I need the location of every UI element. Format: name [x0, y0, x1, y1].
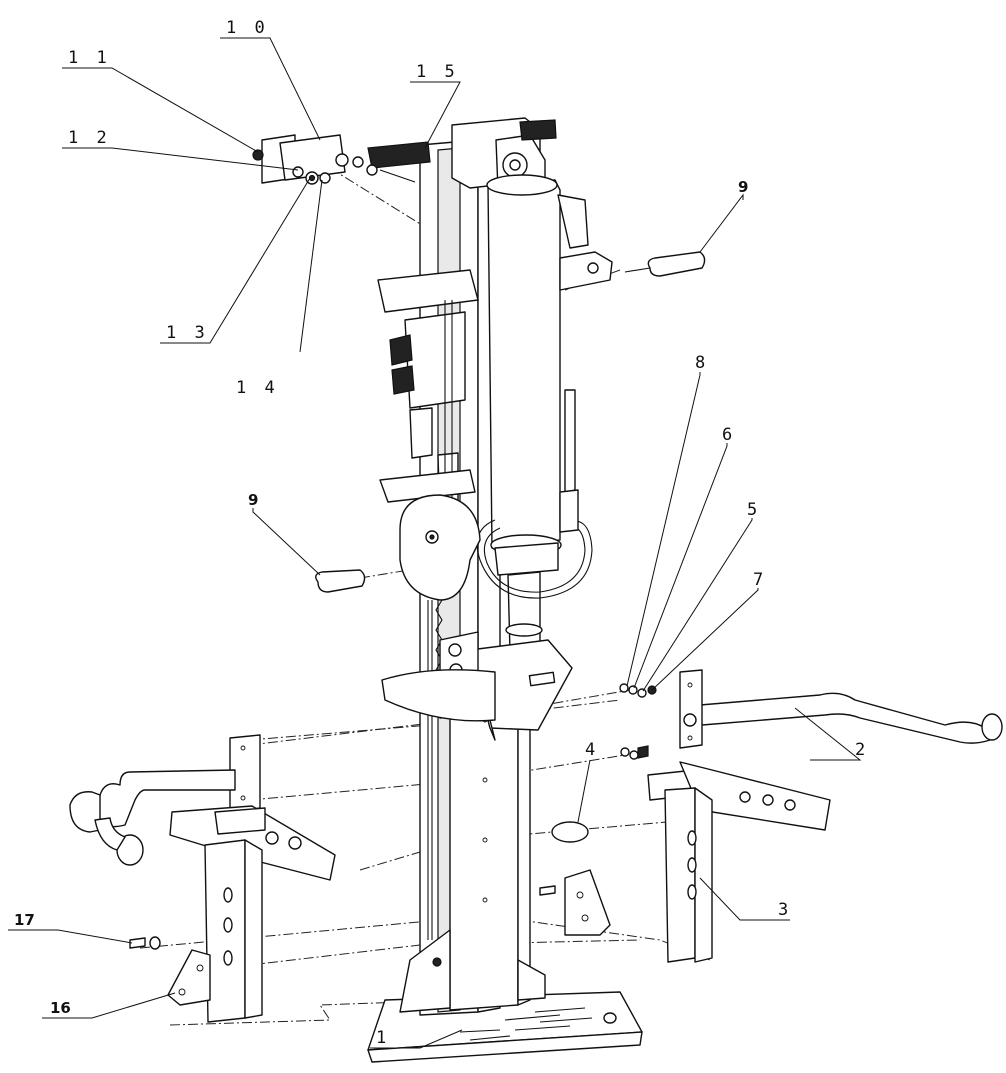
part-9-handles — [315, 251, 706, 593]
callout-7: 7 — [753, 570, 767, 590]
callout-16: 16 — [50, 999, 71, 1017]
callout-11: 1 1 — [68, 48, 111, 68]
part-17-bolt — [129, 936, 161, 950]
left-handlebar — [69, 734, 261, 866]
left-leg — [169, 805, 336, 1023]
callout-2: 2 — [855, 740, 869, 760]
parts-5-8-hardware — [539, 683, 657, 896]
callout-4: 4 — [585, 740, 599, 760]
callout-14: 1 4 — [236, 378, 279, 398]
callout-3: 3 — [778, 900, 792, 920]
callout-13: 1 3 — [166, 323, 209, 343]
callout-1: 1 — [376, 1028, 390, 1048]
callout-8: 8 — [695, 353, 709, 373]
part-4-grip — [551, 821, 589, 843]
callout-15: 1 5 — [416, 62, 459, 82]
leader-lines — [8, 37, 862, 1049]
callout-10: 1 0 — [226, 18, 269, 38]
callout-5: 5 — [747, 500, 761, 520]
callout-6: 6 — [722, 425, 736, 445]
callout-12: 1 2 — [68, 128, 111, 148]
callout-labels: 1 1 1 0 1 2 1 3 1 4 1 5 9 9 8 6 5 7 2 3 … — [14, 18, 869, 1048]
top-exploded-hardware — [252, 134, 416, 185]
part-16-left-gusset — [167, 949, 211, 1006]
control-valve — [377, 269, 481, 601]
part-3-right-leg — [647, 761, 831, 963]
part-2-right-handlebar — [679, 669, 1003, 749]
right-gusset — [564, 869, 611, 936]
cylinder-assembly — [367, 117, 613, 741]
callout-9-lower: 9 — [248, 491, 258, 509]
callout-17: 17 — [14, 911, 35, 929]
callout-9-upper: 9 — [738, 178, 748, 196]
